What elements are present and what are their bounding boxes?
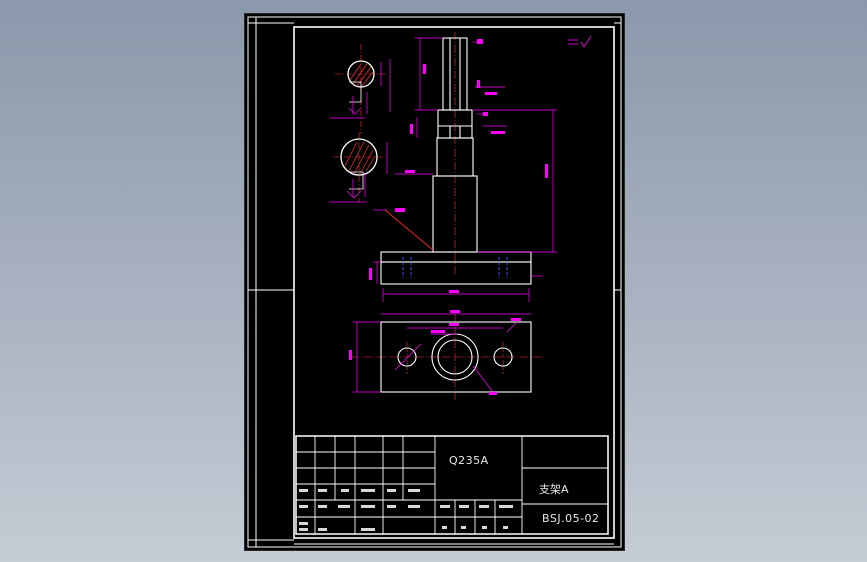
section-view-b xyxy=(329,132,388,203)
drawing-sheet[interactable]: Q235A 支架A BSJ.05-02 xyxy=(244,13,625,551)
section-view-a xyxy=(330,44,391,134)
title-block-small-labels xyxy=(299,489,513,531)
sheet-frame xyxy=(247,16,622,548)
roughness-note xyxy=(568,35,592,48)
cad-drawing-canvas[interactable] xyxy=(245,14,624,550)
drawing-number-label: BSJ.05-02 xyxy=(542,512,600,525)
part-name-label: 支架A xyxy=(539,483,569,496)
front-view xyxy=(369,32,557,302)
title-block-grid xyxy=(295,435,609,535)
material-label: Q235A xyxy=(449,454,489,467)
top-view xyxy=(349,310,545,400)
